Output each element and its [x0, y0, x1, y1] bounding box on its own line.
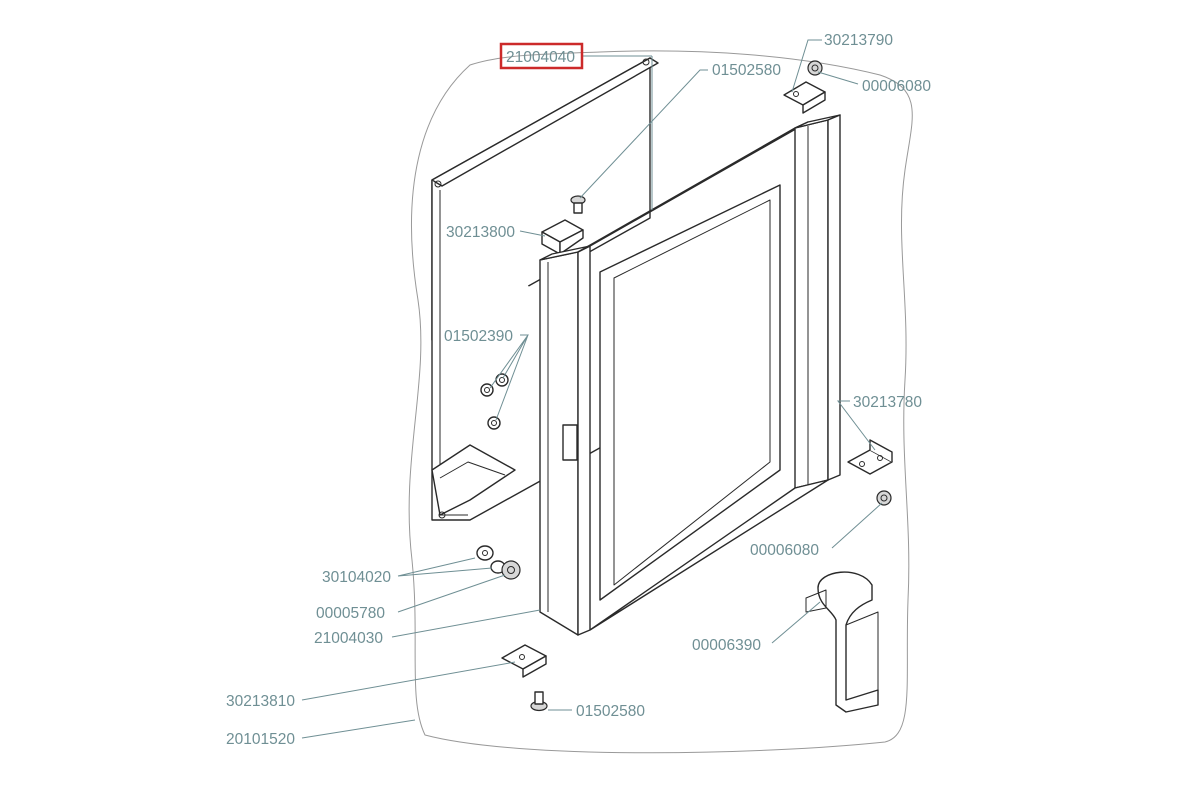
right-hinge-part: [847, 439, 893, 475]
label-top-panel: 21004040: [506, 49, 575, 66]
label-bottom-screw: 01502580: [576, 703, 645, 720]
label-upper-hinge-plate: 30213800: [446, 224, 515, 241]
roller-part: [501, 560, 521, 580]
top-screw-part: [570, 195, 586, 214]
label-washer: 30104020: [322, 569, 391, 586]
bottom-screw-part: [530, 691, 548, 712]
assembly-boundary: [408, 50, 913, 754]
highlight-box: [499, 42, 584, 70]
label-top-nut: 00006080: [862, 78, 931, 95]
label-bolts: 01502390: [444, 328, 513, 345]
label-assembly: 20101520: [226, 731, 295, 748]
top-bracket-part: [783, 81, 826, 114]
label-top-screw: 01502580: [712, 62, 781, 79]
label-right-hinge: 30213780: [853, 394, 922, 411]
label-handle: 00006390: [692, 637, 761, 654]
label-top-bracket: 30213790: [824, 32, 893, 49]
door-frame-part: [539, 114, 841, 636]
bottom-bracket-part: [501, 644, 547, 678]
upper-hinge-plate-part: [541, 219, 584, 255]
top-nut-part: [807, 60, 823, 76]
handle-part: [805, 571, 879, 713]
label-door-frame: 21004030: [314, 630, 383, 647]
label-right-nut: 00006080: [750, 542, 819, 559]
label-bottom-bracket: 30213810: [226, 693, 295, 710]
leader-lines: [301, 39, 883, 739]
label-roller: 00005780: [316, 605, 385, 622]
right-nut-part: [876, 490, 892, 506]
